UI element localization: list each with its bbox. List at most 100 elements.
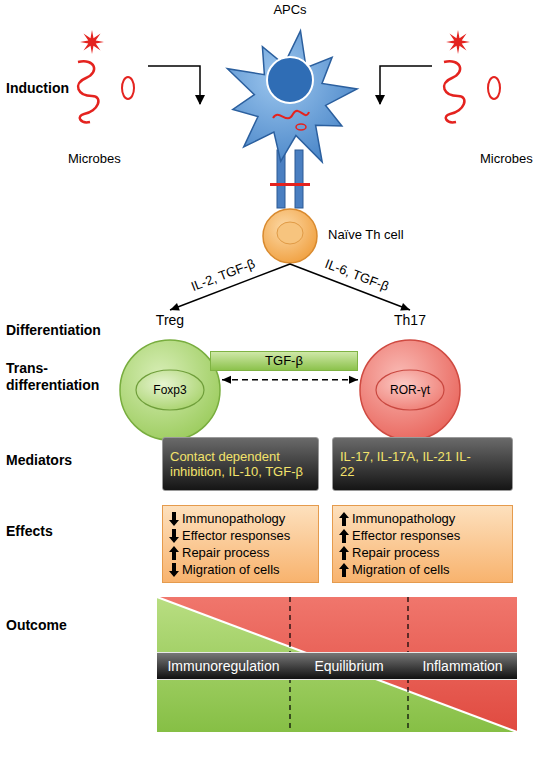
row-label: Outcome bbox=[6, 617, 146, 634]
arrow-up bbox=[339, 563, 349, 577]
arrow-head bbox=[349, 376, 358, 384]
cell-title: Th17 bbox=[358, 312, 462, 328]
microbe-star bbox=[80, 30, 104, 54]
mediator-text: Contact dependent inhibition, IL-10, TGF… bbox=[170, 449, 311, 479]
outcome-segment: Immunoregulation bbox=[157, 652, 290, 680]
effect-arrow bbox=[339, 563, 349, 577]
effect-arrow bbox=[169, 563, 179, 577]
connector bbox=[170, 264, 290, 311]
outcome-text: Immunoregulation bbox=[167, 658, 279, 674]
effect-arrow bbox=[169, 529, 179, 543]
effect-row: Repair process bbox=[339, 544, 506, 561]
row-label: Mediators bbox=[6, 452, 146, 469]
transcription-factor: ROR-γt bbox=[390, 383, 430, 397]
effect-box: ImmunopathologyEffector responsesRepair … bbox=[332, 505, 513, 583]
effect-box: ImmunopathologyEffector responsesRepair … bbox=[162, 505, 319, 583]
outcome-green-area bbox=[157, 597, 517, 732]
outcome-diagonal bbox=[157, 597, 517, 732]
arrow-head bbox=[170, 303, 180, 310]
microbe-squiggle bbox=[78, 61, 98, 122]
effect-row: Repair process bbox=[169, 544, 312, 561]
microbes-left bbox=[78, 30, 134, 122]
effect-text: Repair process bbox=[182, 545, 269, 560]
outcome-text: Equilibrium bbox=[314, 658, 383, 674]
text-holder: ROR-γt bbox=[375, 369, 445, 411]
nucleus-ellipse: Foxp3 bbox=[135, 369, 205, 411]
apc-star-shape bbox=[215, 0, 365, 175]
arrow-up bbox=[339, 529, 349, 543]
treg-cell: TregFoxp3 bbox=[118, 310, 222, 444]
connector-line bbox=[290, 264, 410, 310]
arrow-down bbox=[169, 512, 179, 526]
connector-line bbox=[170, 264, 290, 310]
effect-arrow bbox=[339, 529, 349, 543]
naive-cell-shape bbox=[262, 208, 318, 264]
edge-label: IL-2, TGF-β bbox=[189, 256, 257, 294]
effect-text: Repair process bbox=[352, 545, 439, 560]
effect-text: Migration of cells bbox=[182, 562, 280, 577]
microbe-label: Microbes bbox=[480, 150, 550, 167]
outcome-segment: Inflammation bbox=[408, 652, 517, 680]
transcription-factor: Foxp3 bbox=[153, 383, 186, 397]
row-label: Effects bbox=[6, 523, 146, 540]
mediator-box: Contact dependent inhibition, IL-10, TGF… bbox=[162, 437, 319, 491]
microbes-right bbox=[444, 30, 500, 122]
row-label: Induction bbox=[6, 80, 146, 97]
mediator-box: IL-17, IL-17A, IL-21 IL-22 bbox=[332, 437, 513, 491]
nucleus-ellipse: ROR-γt bbox=[375, 369, 445, 411]
nucleus-body bbox=[376, 370, 444, 410]
effect-row: Effector responses bbox=[339, 527, 506, 544]
connector bbox=[222, 376, 358, 384]
apc-nucleus bbox=[267, 57, 313, 103]
connector-line bbox=[222, 379, 358, 381]
naive-cell-body bbox=[263, 209, 317, 263]
effect-arrow bbox=[339, 512, 349, 526]
effect-text: Effector responses bbox=[352, 528, 460, 543]
th17-cell: Th17ROR-γt bbox=[358, 310, 462, 444]
microbe-squiggle bbox=[444, 61, 464, 122]
arrow-up bbox=[339, 512, 349, 526]
effect-text: Migration of cells bbox=[352, 562, 450, 577]
effect-text: Immunopathology bbox=[352, 511, 455, 526]
induction-arrow bbox=[380, 66, 432, 104]
microbe-star bbox=[446, 30, 470, 54]
arrow-up bbox=[169, 546, 179, 560]
effect-text: Immunopathology bbox=[182, 511, 285, 526]
text-holder: Foxp3 bbox=[135, 369, 205, 411]
receptor-bar bbox=[295, 150, 303, 208]
nucleus-body bbox=[136, 370, 204, 410]
arrow-up bbox=[339, 546, 349, 560]
effect-row: Migration of cells bbox=[339, 561, 506, 578]
outcome-segment: Equilibrium bbox=[290, 652, 408, 680]
row-label: Trans- differentiation bbox=[6, 360, 116, 394]
effect-row: Effector responses bbox=[169, 527, 312, 544]
outcome-text: Inflammation bbox=[422, 658, 502, 674]
arrow-down bbox=[169, 529, 179, 543]
effect-arrow bbox=[169, 512, 179, 526]
connector bbox=[290, 264, 410, 311]
cell-label: Naïve Th cell bbox=[328, 227, 404, 242]
arrow-head bbox=[222, 376, 231, 384]
microbe-ellipse bbox=[488, 77, 500, 99]
effect-arrow bbox=[339, 546, 349, 560]
mediator-text: IL-17, IL-17A, IL-21 IL-22 bbox=[340, 449, 480, 479]
cell-body bbox=[120, 340, 220, 440]
effect-row: Migration of cells bbox=[169, 561, 312, 578]
effect-row: Immunopathology bbox=[169, 510, 312, 527]
cytokine-label: TGF-β bbox=[265, 353, 303, 369]
effect-text: Effector responses bbox=[182, 528, 290, 543]
microbe-label: Microbes bbox=[68, 150, 158, 167]
antigen-ellipse bbox=[296, 124, 306, 130]
antigen-bar bbox=[270, 183, 310, 186]
apc-cell: APCs bbox=[215, 0, 365, 175]
cell-body bbox=[360, 340, 460, 440]
induction-arrow bbox=[148, 66, 200, 104]
cell-label: APCs bbox=[215, 2, 365, 17]
cell-title: Treg bbox=[118, 312, 222, 328]
antigen-squiggle bbox=[273, 111, 309, 118]
apc-star bbox=[227, 31, 357, 162]
outcome-red-area bbox=[157, 597, 517, 732]
microbe-ellipse bbox=[122, 77, 134, 99]
